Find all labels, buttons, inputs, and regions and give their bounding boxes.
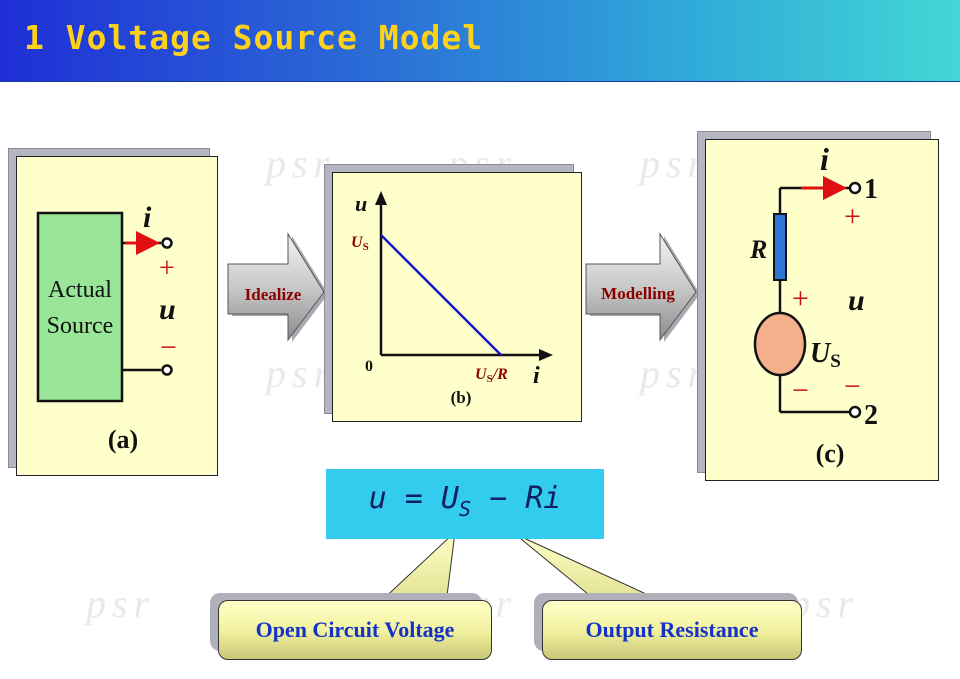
panel-c: i 1 + R + u US − − 2 (c) [705, 139, 939, 481]
source-plus: + [792, 282, 809, 315]
watermark: psr [640, 351, 710, 396]
voltage-label: u [848, 284, 865, 317]
formula: u = US − Ri [368, 481, 562, 521]
formula-box: u = US − Ri [326, 469, 604, 539]
watermark: psr [266, 141, 336, 186]
circuit-model: i 1 + R + u US − − 2 (c) [749, 141, 878, 468]
terminal-top [161, 237, 173, 249]
resistor-label: R [749, 235, 767, 264]
plus-sign: + [159, 253, 175, 284]
watermark: psr [86, 581, 156, 626]
x-axis-arrow [539, 349, 553, 361]
modelling-label: Modelling [601, 284, 675, 303]
vi-characteristic-graph: u i US 0 US/R (b) [351, 191, 553, 407]
modelling-arrow: Modelling [585, 232, 700, 342]
panel-b: u i US 0 US/R (b) [332, 172, 582, 422]
terminal-2 [848, 405, 862, 419]
y-intercept-label: US [351, 234, 369, 253]
x-intercept-label: US/R [475, 366, 508, 385]
idealize-arrow: Idealize [227, 232, 328, 342]
minus-bottom: − [844, 370, 861, 403]
y-axis-arrow [375, 191, 387, 205]
origin-label: 0 [365, 358, 373, 375]
actual-source-box [36, 211, 124, 403]
terminal-2-label: 2 [864, 400, 878, 431]
output-resistance-callout: Output Resistance [542, 600, 802, 660]
actual-source-diagram: Actual Source i + u − (a) [36, 201, 177, 454]
characteristic-line [380, 234, 502, 356]
box-label-line2: Source [47, 313, 114, 339]
terminal-1-label: 1 [864, 174, 878, 205]
caption-b: (b) [451, 388, 472, 407]
source-minus: − [792, 374, 809, 407]
open-circuit-voltage-callout: Open Circuit Voltage [218, 600, 492, 660]
terminal-bottom [161, 364, 173, 376]
page-title: 1 Voltage Source Model [24, 18, 484, 57]
watermark: psr [640, 141, 710, 186]
panel-a: Actual Source i + u − (a) [16, 156, 218, 476]
source-label: US [810, 338, 841, 372]
caption-a: (a) [108, 425, 138, 454]
header-bar: 1 Voltage Source Model [0, 0, 960, 82]
current-label: i [820, 141, 829, 177]
plus-top: + [844, 200, 861, 233]
caption-c: (c) [816, 439, 845, 468]
minus-sign: − [160, 331, 177, 364]
y-axis-label: u [355, 191, 367, 216]
voltage-label: u [159, 293, 176, 326]
x-axis-label: i [533, 363, 540, 389]
idealize-label: Idealize [245, 285, 302, 304]
terminal-1 [848, 181, 862, 195]
current-label: i [143, 201, 152, 234]
box-label-line1: Actual [48, 277, 112, 303]
watermark: psr [266, 351, 336, 396]
